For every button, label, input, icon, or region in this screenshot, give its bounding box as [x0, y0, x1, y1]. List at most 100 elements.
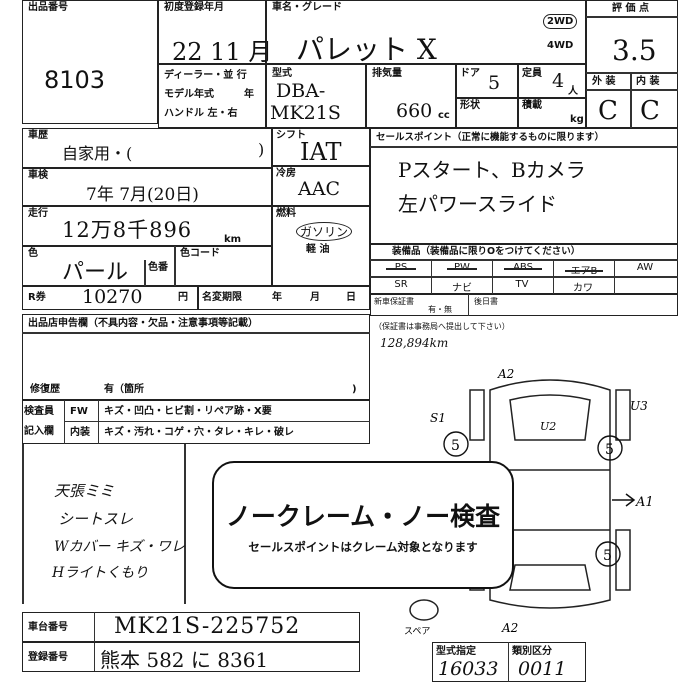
class-label: 類別区分 [512, 646, 552, 657]
recycle-cell [22, 286, 198, 310]
type-label: 型式 [272, 68, 292, 79]
recycle-value: 10270 [82, 286, 143, 308]
equipment-header: 装備品（装備品に限りOをつけてください） [392, 246, 581, 257]
entry-label: 記入欄 [24, 426, 54, 437]
chassis-cell [22, 612, 360, 642]
interior-grade: C [640, 96, 660, 126]
registration-label: 登録番号 [28, 652, 68, 663]
interior-label: 内 装 [636, 76, 660, 87]
note-line-1: 天張ミミ [54, 482, 115, 500]
type-value-1: DBA- [276, 80, 326, 102]
mark-a1: A1 [635, 495, 654, 510]
exterior-grade: C [598, 96, 618, 126]
usage-close: ) [258, 140, 265, 159]
note-line-4: Hライトくもり [52, 565, 149, 581]
spare-label: スペア [404, 627, 430, 637]
remarks-header: 出品店申告欄（不具内容・欠品・注意事項等記載） [28, 318, 258, 329]
note-line-2: シートスレ [58, 510, 134, 528]
cert-label: 型式指定 [436, 646, 476, 657]
class-value: 0011 [518, 658, 567, 680]
check-label: 検査員 [24, 406, 54, 417]
fuel-value: ガソリン [296, 222, 353, 241]
sales-point-line-2: 左パワースライド [398, 192, 557, 216]
notice-subtitle: セールスポイントはクレーム対象となります [248, 540, 478, 554]
inner-items: キズ・汚れ・コゲ・穴・タレ・キレ・破レ [104, 427, 294, 438]
mark-s1: S1 [430, 411, 446, 425]
mileage-value: 12万8千896 [62, 218, 193, 242]
type-value-2: MK21S [270, 102, 341, 124]
tax-cell [198, 286, 370, 310]
car-name-cell [266, 0, 586, 64]
mark-u2: U2 [540, 420, 556, 433]
note-line-3: Wカバー キズ・ワレ [54, 539, 185, 555]
doors-value: 5 [488, 72, 501, 94]
sales-point-line-1: Pスタート、Bカメラ [398, 158, 586, 182]
recycle-note: （保証書は事務局へ提出して下さい） [374, 322, 510, 331]
load-label: 積載 [522, 100, 542, 111]
type-cell [266, 64, 366, 128]
shift-value: IAT [300, 138, 342, 166]
load-cell [518, 98, 586, 128]
equipment-cell [370, 244, 678, 294]
registration-cell [22, 642, 360, 672]
lot-number: 8103 [44, 66, 106, 94]
model-year-unit: 年 [244, 89, 254, 100]
ac-value: AAC [298, 178, 340, 200]
wheel-mark-fl-text: 5 [451, 438, 460, 454]
mileage-label: 走行 [28, 208, 48, 219]
notice-title: ノークレーム・ノー検査 [225, 502, 501, 531]
equip-leather: カワ [573, 283, 593, 294]
equip-aw: AW [636, 262, 654, 273]
equip-sr: SR [394, 279, 408, 290]
lot-number-cell [22, 0, 158, 124]
equip-ps: PS [386, 262, 416, 273]
wheel-mark-fl [443, 431, 469, 457]
doors-cell [456, 64, 518, 98]
recycle-label: R券 [28, 292, 46, 303]
new-car-value: 有・無 [428, 305, 452, 314]
eval-cell [586, 0, 678, 128]
chassis-value: MK21S-225752 [114, 614, 301, 639]
cert-value: 16033 [438, 658, 499, 680]
tax-unit-day: 日 [346, 292, 356, 303]
fw-items: キズ・凹凸・ヒビ割・リペア跡・X要 [104, 406, 272, 417]
shape-label: 形状 [460, 100, 480, 111]
load-unit: kg [570, 114, 584, 125]
fw-label: FW [70, 406, 88, 417]
mark-u3: U3 [630, 399, 648, 413]
color-code-label: 色コード [180, 248, 220, 259]
sales-points-cell [370, 128, 678, 244]
displacement-unit: cc [438, 110, 450, 121]
first-registration-cell [158, 0, 266, 64]
first-registration-label: 初度登録年月 [164, 2, 224, 13]
ac-label: 冷房 [276, 168, 296, 179]
mark-a2-top: A2 [497, 367, 514, 381]
wheel-mark-rr [595, 541, 621, 567]
color-label: 色 [28, 248, 38, 259]
eval-label: 評 価 点 [612, 3, 649, 14]
usage-cell [22, 128, 272, 168]
usage-value: 自家用・( [62, 144, 133, 163]
shift-cell [272, 128, 370, 166]
equip-abs: ABS [504, 262, 542, 273]
recycle-unit: 円 [178, 292, 188, 303]
sales-points-header: セールスポイント（正常に機能するものに限ります） [376, 132, 605, 143]
inspection-label: 車検 [28, 170, 48, 181]
wheel-mark-rr-text: 5 [603, 548, 612, 564]
color-number-label: 色番 [148, 262, 168, 273]
mileage-cell [22, 206, 272, 246]
inner-label: 内装 [70, 427, 90, 438]
remarks-cell [22, 314, 370, 400]
fuel-cell [272, 206, 370, 286]
wheel-mark-fr-text: 5 [605, 442, 614, 458]
color-cell [22, 246, 272, 286]
drive-4wd: 4WD [547, 40, 574, 51]
fuel-label: 燃料 [276, 208, 296, 219]
lot-number-label: 出品番号 [28, 2, 68, 13]
mark-a2-bottom: A2 [501, 621, 518, 635]
no-claim-notice: ノークレーム・ノー検査 セールスポイントはクレーム対象となります [212, 461, 514, 589]
car-name-value: パレット X [296, 33, 437, 66]
ac-cell [272, 166, 370, 206]
handle-label: ハンドル 左・右 [164, 108, 238, 119]
usage-label: 車歴 [28, 130, 48, 141]
